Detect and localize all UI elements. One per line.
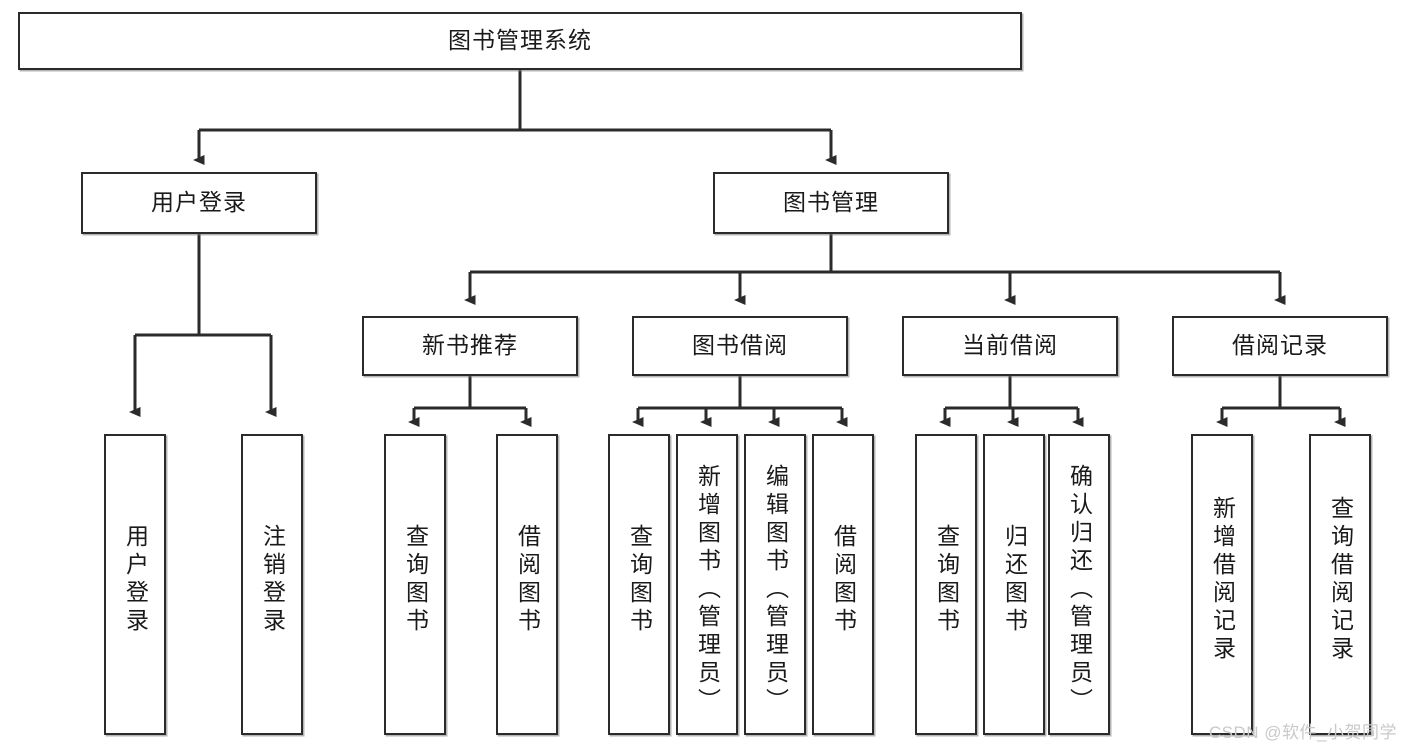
leaf-record-query-record[interactable]: 查询借阅记录 [1309,434,1371,735]
node-book-management[interactable]: 图书管理 [713,172,949,234]
node-book-management-label: 图书管理 [783,189,879,216]
leaf-borrow-borrow-book[interactable]: 借阅图书 [812,434,874,735]
leaf-new-book-borrow-label: 借阅图书 [514,524,541,636]
node-current-borrow[interactable]: 当前借阅 [902,316,1118,376]
leaf-new-book-query[interactable]: 查询图书 [384,434,446,735]
leaf-borrow-query-book-label: 查询图书 [626,524,653,636]
leaf-borrow-add-book[interactable]: 新增图书（管理员） [676,434,738,735]
node-current-borrow-label: 当前借阅 [962,332,1058,359]
node-book-borrow[interactable]: 图书借阅 [632,316,848,376]
node-root[interactable]: 图书管理系统 [18,12,1022,70]
leaf-current-return-book-label: 归还图书 [1001,524,1028,636]
leaf-current-query-book[interactable]: 查询图书 [915,434,977,735]
leaf-current-confirm-return[interactable]: 确认归还（管理员） [1048,434,1110,735]
leaf-current-return-book[interactable]: 归还图书 [983,434,1045,735]
node-root-label: 图书管理系统 [448,27,592,54]
node-user-login-label: 用户登录 [151,189,247,216]
leaf-current-confirm-return-label: 确认归还（管理员） [1066,464,1093,716]
node-new-book-recommend[interactable]: 新书推荐 [362,316,578,376]
node-borrow-record-label: 借阅记录 [1232,332,1328,359]
leaf-user-login-logout-label: 注销登录 [259,524,286,636]
leaf-record-query-record-label: 查询借阅记录 [1327,496,1354,664]
leaf-new-book-borrow[interactable]: 借阅图书 [496,434,558,735]
node-book-borrow-label: 图书借阅 [692,332,788,359]
leaf-borrow-borrow-book-label: 借阅图书 [830,524,857,636]
node-user-login[interactable]: 用户登录 [81,172,317,234]
node-new-book-recommend-label: 新书推荐 [422,332,518,359]
leaf-current-query-book-label: 查询图书 [933,524,960,636]
leaf-record-add-record[interactable]: 新增借阅记录 [1191,434,1253,735]
leaf-borrow-edit-book-label: 编辑图书（管理员） [762,464,789,716]
leaf-record-add-record-label: 新增借阅记录 [1209,496,1236,664]
leaf-borrow-query-book[interactable]: 查询图书 [608,434,670,735]
leaf-user-login-logout[interactable]: 注销登录 [241,434,303,735]
leaf-user-login-login-label: 用户登录 [122,524,149,636]
node-borrow-record[interactable]: 借阅记录 [1172,316,1388,376]
leaf-new-book-query-label: 查询图书 [402,524,429,636]
leaf-user-login-login[interactable]: 用户登录 [104,434,166,735]
leaf-borrow-edit-book[interactable]: 编辑图书（管理员） [744,434,806,735]
leaf-borrow-add-book-label: 新增图书（管理员） [694,464,721,716]
